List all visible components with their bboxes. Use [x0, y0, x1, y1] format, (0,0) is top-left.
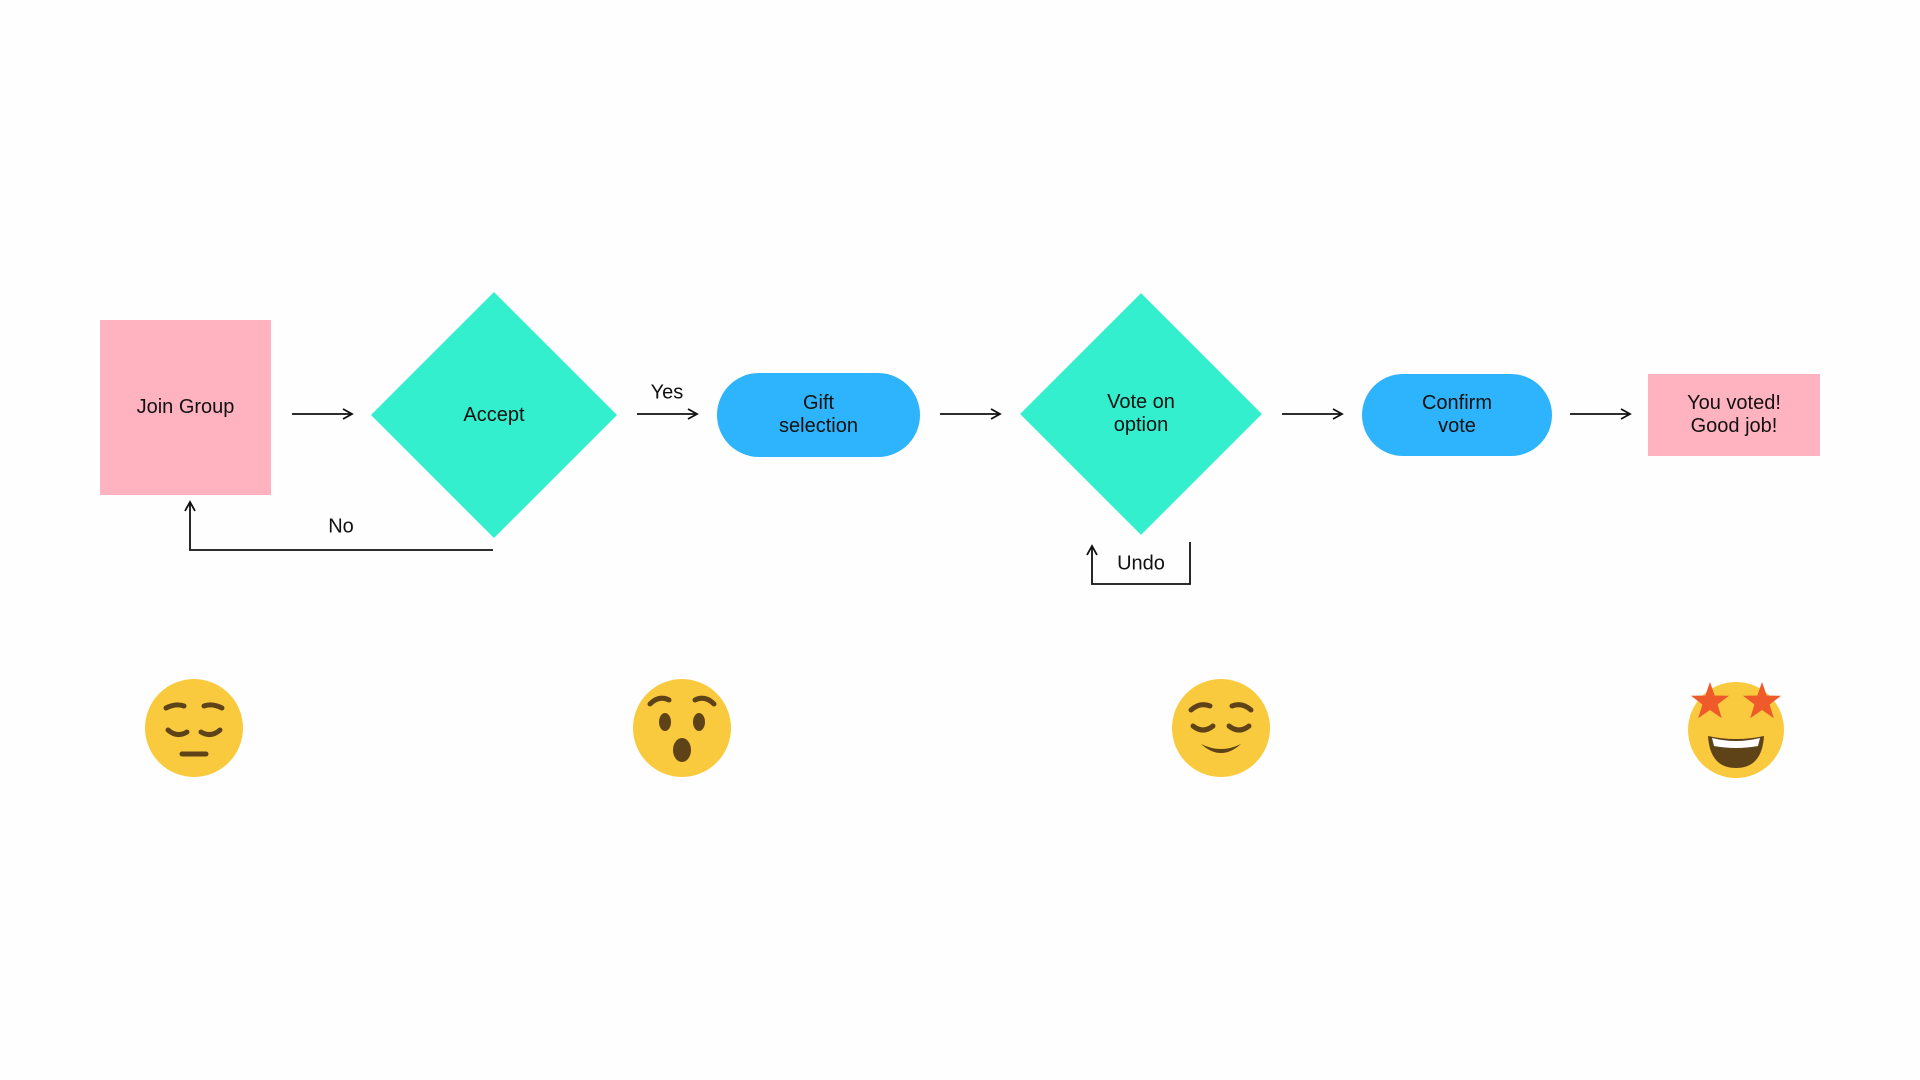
- join-group-node[interactable]: Join Group: [100, 320, 271, 495]
- arrow-undo-loop: [1086, 542, 1191, 585]
- accept-label: Accept: [463, 403, 525, 426]
- gift-selection-node[interactable]: Gift selection: [717, 373, 920, 457]
- arrow-no-loop: [184, 500, 493, 551]
- you-voted-node[interactable]: You voted! Good job!: [1648, 374, 1820, 456]
- relieved-face-icon: [1172, 679, 1270, 777]
- pensive-face-icon: [145, 679, 243, 777]
- undo-edge-label: Undo: [1117, 552, 1165, 575]
- vote-on-option-label: Vote on option: [1107, 391, 1175, 436]
- vote-on-option-decision-node[interactable]: Vote on option: [1020, 293, 1262, 535]
- no-edge-label: No: [328, 515, 354, 538]
- accept-decision-node[interactable]: Accept: [370, 291, 618, 539]
- hushed-face-icon: [633, 679, 731, 777]
- confirm-vote-node[interactable]: Confirm vote: [1362, 374, 1552, 456]
- star-struck-face-icon: [1688, 682, 1784, 778]
- confirm-vote-label: Confirm vote: [1421, 392, 1492, 437]
- join-group-label: Join Group: [136, 396, 235, 418]
- yes-edge-label: Yes: [650, 381, 684, 404]
- gift-selection-label: Gift selection: [779, 392, 858, 437]
- you-voted-label: You voted! Good job!: [1687, 392, 1781, 437]
